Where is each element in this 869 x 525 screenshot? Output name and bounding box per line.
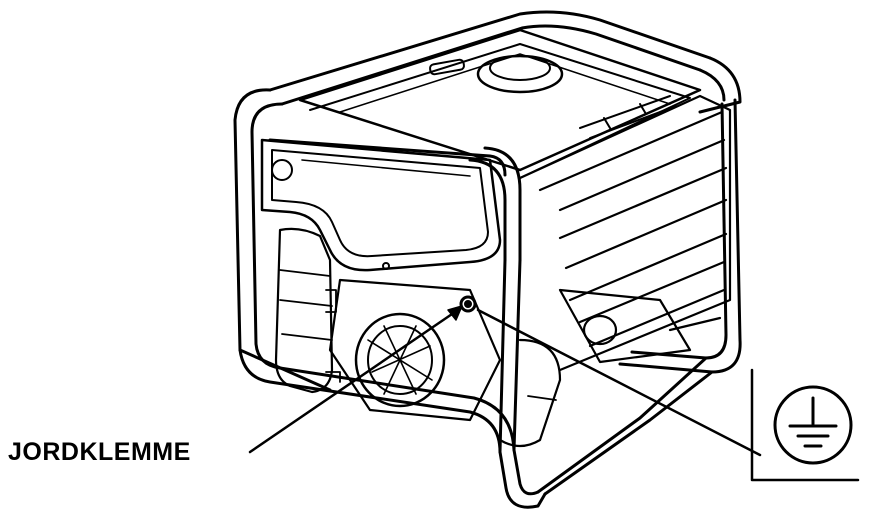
ground-terminal-label: JORDKLEMME [8, 438, 191, 466]
engine [274, 227, 562, 448]
ground-terminal [459, 295, 477, 313]
control-panel [260, 138, 502, 272]
ground-symbol-icon [773, 385, 853, 465]
ground-symbol-callout [750, 368, 860, 482]
callout-leader-line [476, 308, 762, 457]
side-panels [518, 94, 732, 372]
frame-tubing [233, 10, 742, 509]
label-leader-line [248, 310, 457, 454]
fuel-tank [298, 28, 702, 179]
